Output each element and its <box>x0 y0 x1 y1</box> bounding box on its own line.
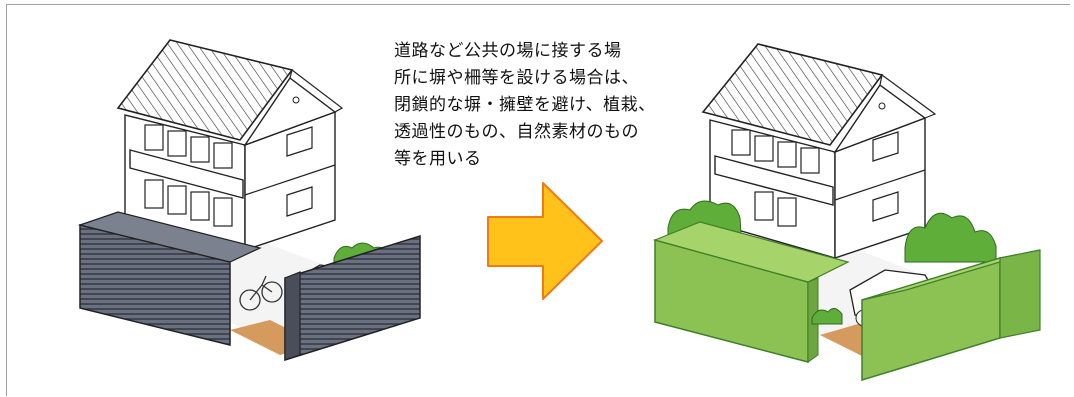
caption-line: 透過性のもの、自然素材のもの <box>394 122 639 142</box>
house-with-hedge-illustration <box>653 43 1041 382</box>
caption-line: 等を用いる <box>394 149 482 169</box>
caption-line: 閉鎖的な塀・擁壁を避け、植栽、 <box>394 95 656 115</box>
right-arrow-icon <box>487 182 603 300</box>
caption-line: 所に塀や柵等を設ける場合は、 <box>394 68 639 88</box>
house-with-closed-fence-illustration <box>77 39 421 362</box>
guideline-caption: 道路など公共の場に接する場 所に塀や柵等を設ける場合は、 閉鎖的な塀・擁壁を避け… <box>394 38 694 173</box>
caption-line: 道路など公共の場に接する場 <box>394 41 622 61</box>
